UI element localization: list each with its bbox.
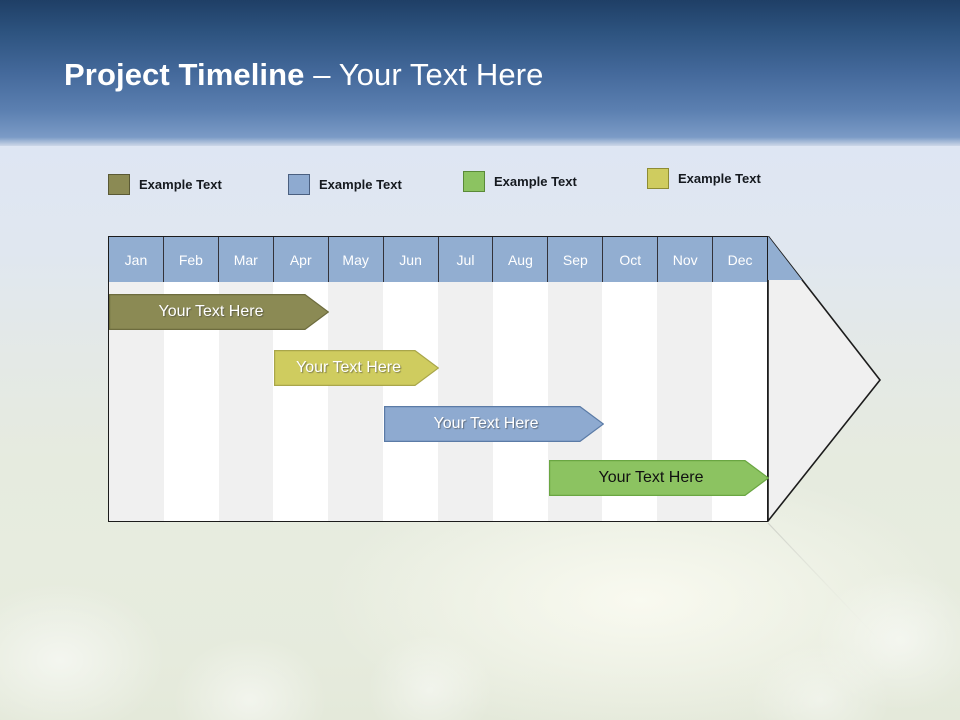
month-header-oct[interactable]: Oct [603, 237, 659, 282]
month-column-feb [163, 237, 219, 521]
legend-label-1: Example Text [139, 177, 222, 192]
month-column-jan [109, 237, 164, 521]
task-bar-shape-3 [384, 406, 604, 442]
month-header-nov[interactable]: Nov [658, 237, 714, 282]
month-header-dec[interactable]: Dec [727, 251, 753, 268]
legend-item-1: Example Text [108, 174, 222, 195]
legend-item-2: Example Text [288, 174, 402, 195]
task-bar-2[interactable]: Your Text Here [274, 350, 439, 386]
legend-swatch-2 [288, 174, 310, 195]
legend-swatch-1 [108, 174, 130, 195]
month-column-jul [437, 237, 493, 521]
task-bar-label-4: Your Text Here [598, 469, 704, 486]
task-bar-label-3: Your Text Here [433, 415, 539, 432]
month-header-jan[interactable]: Jan [109, 237, 164, 282]
task-bar-label-2: Your Text Here [296, 359, 401, 376]
task-bar-3[interactable]: Your Text Here [384, 406, 604, 442]
task-bar-label-1: Your Text Here [158, 303, 264, 320]
task-bar-shape-4 [549, 460, 769, 496]
month-header-sep[interactable]: Sep [548, 237, 604, 282]
legend-swatch-3 [463, 171, 485, 192]
arrow-head-header-fill [768, 236, 802, 280]
month-header-mar[interactable]: Mar [219, 237, 274, 282]
legend-label-3: Example Text [494, 174, 577, 189]
legend-item-3: Example Text [463, 171, 577, 192]
timeline-arrow-head [768, 236, 882, 522]
legend-label-4: Example Text [678, 171, 761, 186]
month-header-may[interactable]: May [329, 237, 384, 282]
task-bar-1[interactable]: Your Text Here [109, 294, 329, 330]
page-title-light: – Your Text Here [304, 57, 544, 92]
month-column-mar [218, 237, 274, 521]
month-header-feb[interactable]: Feb [164, 237, 219, 282]
page-title-bold: Project Timeline [64, 57, 305, 92]
page-title: Project Timeline – Your Text Here [64, 57, 544, 92]
month-header-apr[interactable]: Apr [274, 237, 329, 282]
header-band: Project Timeline – Your Text Here [0, 0, 960, 146]
legend-swatch-4 [647, 168, 669, 189]
chart-reflection [108, 523, 882, 644]
month-header-jul[interactable]: Jul [439, 237, 494, 282]
month-header-jun[interactable]: Jun [384, 237, 439, 282]
arrow-head-shape [768, 236, 882, 522]
legend-item-4: Example Text [647, 168, 761, 189]
task-bar-shape-1 [109, 294, 329, 330]
legend-label-2: Example Text [319, 177, 402, 192]
task-bar-4[interactable]: Your Text Here [549, 460, 769, 496]
month-header-aug[interactable]: Aug [493, 237, 549, 282]
month-column-aug [492, 237, 548, 521]
task-bar-shape-2 [274, 350, 439, 386]
legend: Example Text Example Text Example Text Exam… [108, 168, 828, 198]
